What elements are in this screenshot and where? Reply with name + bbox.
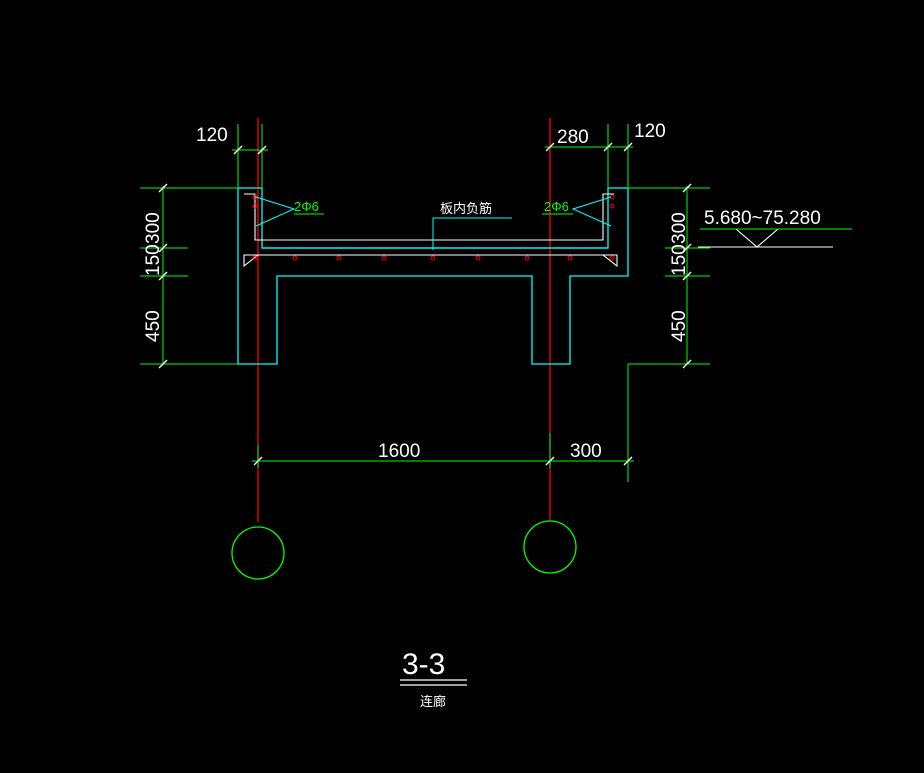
rebar-label-left: 2Φ6 (294, 199, 319, 214)
dim-text-right-top-b: 120 (634, 121, 666, 142)
section-title: 3-3 (402, 648, 445, 681)
rebar-dots (252, 194, 615, 261)
rebar-dot (609, 255, 615, 261)
dim-text-span-side: 300 (570, 441, 602, 462)
leader-slab (432, 217, 512, 250)
tick (682, 183, 692, 193)
tick (253, 456, 263, 466)
tick (682, 243, 692, 253)
tick (603, 142, 613, 152)
leader-left (255, 196, 296, 227)
tick (623, 456, 633, 466)
rebar-dot (475, 255, 481, 261)
dimension-ticks (158, 142, 692, 466)
dim-text-right-v-mid: 150 (669, 244, 690, 276)
axis-bubble-left (231, 526, 285, 580)
tick (623, 142, 633, 152)
dim-text-right-v-top: 300 (669, 212, 690, 244)
axis-bubbles (231, 520, 577, 580)
rebar-dot (430, 255, 436, 261)
rebar-dot (609, 203, 615, 209)
tick (233, 145, 243, 155)
title-underlines (400, 679, 467, 686)
rebar-dot (252, 203, 258, 209)
dim-text-span-main: 1600 (378, 441, 420, 462)
section-subtitle: 连廊 (420, 694, 446, 709)
dim-text-left-v-bot: 450 (143, 310, 164, 342)
rebar-dot (252, 255, 258, 261)
axis-bubble-right (523, 520, 577, 574)
rebar-label-right: 2Φ6 (544, 199, 569, 214)
tick (158, 243, 168, 253)
rebar-dot (292, 255, 298, 261)
rebar-upturn-left (244, 193, 614, 241)
tick (158, 183, 168, 193)
dim-text-left-v-top: 300 (143, 212, 164, 244)
leader-right (571, 196, 612, 227)
tick (682, 359, 692, 369)
dimension-lines (140, 124, 710, 482)
elevation-label: 5.680~75.280 (704, 208, 821, 229)
tick (545, 456, 555, 466)
tick (158, 359, 168, 369)
slab-rebar-label: 板内负筋 (440, 201, 492, 216)
dim-text-right-v-bot: 450 (669, 310, 690, 342)
corner-hook-right (601, 254, 618, 268)
rebar-dot (381, 255, 387, 261)
tick (545, 142, 555, 152)
elevation-marker (735, 228, 779, 248)
dim-text-right-top-a: 280 (557, 127, 589, 148)
tick (682, 271, 692, 281)
elevation-symbol (698, 228, 852, 248)
rebar-lines (243, 193, 618, 268)
rebar-dot (524, 255, 530, 261)
tick (158, 271, 168, 281)
rebar-leaders (255, 196, 612, 250)
corner-hook-left (243, 254, 260, 268)
dim-text-left-v-mid: 150 (143, 244, 164, 276)
rebar-dot (567, 255, 573, 261)
tick (257, 145, 267, 155)
rebar-dot (336, 255, 342, 261)
dim-text-left-top: 120 (196, 125, 228, 146)
concrete-section (237, 187, 629, 365)
